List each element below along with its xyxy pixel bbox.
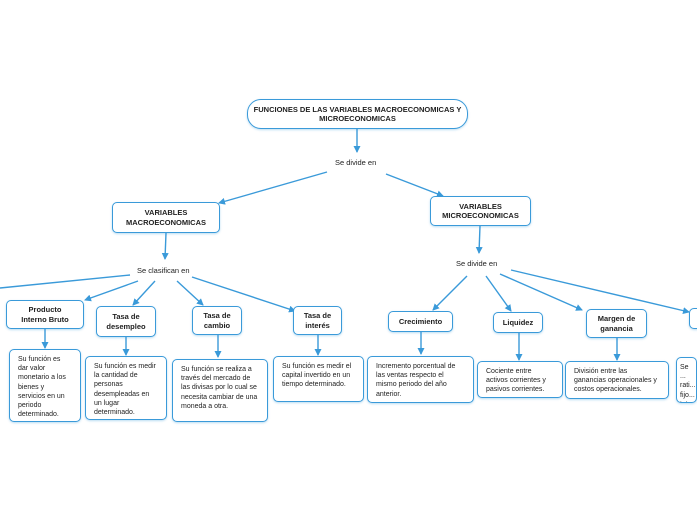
macro-leaf-cambio: Su función se realiza a través del merca… — [172, 359, 268, 422]
micro-leaf-crecimiento: Incremento porcentual de las ventas resp… — [367, 356, 474, 403]
micro-leaf-liquidez: Cociente entre activos corrientes y pasi… — [477, 361, 563, 398]
macro-node[interactable]: VARIABLES MACROECONOMICAS — [112, 202, 220, 233]
micro-item-margen[interactable]: Margen de ganancia — [586, 309, 647, 338]
connector-micro-divide: Se divide en — [456, 259, 498, 268]
macro-item-pib[interactable]: Producto Interno Bruto — [6, 300, 84, 329]
macro-item-desempleo[interactable]: Tasa de desempleo — [96, 306, 156, 337]
micro-leaf-margen: División entre las ganancias operacional… — [565, 361, 669, 399]
macro-leaf-interes: Su función es medir el capital invertido… — [273, 356, 364, 402]
micro-leaf-partial: Se ... rati... fijo... tota... — [676, 357, 697, 403]
micro-item-liquidez[interactable]: Liquidez — [493, 312, 543, 333]
macro-item-interes[interactable]: Tasa de interés — [293, 306, 342, 335]
micro-item-crecimiento[interactable]: Crecimiento — [388, 311, 453, 332]
root-node[interactable]: FUNCIONES DE LAS VARIABLES MACROECONOMIC… — [247, 99, 468, 129]
micro-item-partial[interactable] — [689, 308, 697, 329]
macro-leaf-desempleo: Su función es medir la cantidad de perso… — [85, 356, 167, 420]
macro-leaf-pib: Su función es dar valor monetario a los … — [9, 349, 81, 422]
macro-item-cambio[interactable]: Tasa de cambio — [192, 306, 242, 335]
connector-root-divide: Se divide en — [335, 158, 377, 167]
connector-macro-clasifican: Se clasifican en — [137, 266, 190, 275]
micro-node[interactable]: VARIABLES MICROECONOMICAS — [430, 196, 531, 226]
